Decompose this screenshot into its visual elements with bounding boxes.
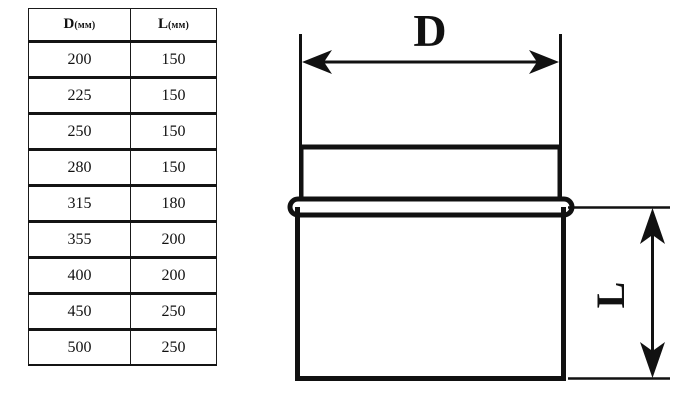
table-row: 280 150 <box>28 149 217 187</box>
arrowhead-l-top <box>640 208 665 244</box>
pipe-body-outline <box>295 207 566 381</box>
arrowhead-d-left <box>302 50 332 74</box>
column-header-d-symbol: D <box>63 16 75 32</box>
cell-d: 355 <box>28 221 131 259</box>
cell-l: 250 <box>130 329 217 366</box>
column-header-l: L(мм) <box>130 8 217 43</box>
table-row: 500 250 <box>28 329 217 366</box>
arrowhead-l-bottom <box>640 342 665 378</box>
table-row: 225 150 <box>28 77 217 115</box>
technical-drawing: D L <box>250 0 700 418</box>
column-header-l-unit: (мм) <box>167 20 190 31</box>
table-row: 200 150 <box>28 41 217 79</box>
cell-d: 225 <box>28 77 131 115</box>
cell-l: 150 <box>130 149 217 187</box>
cell-l: 250 <box>130 293 217 331</box>
cell-l: 150 <box>130 113 217 151</box>
cell-l: 180 <box>130 185 217 223</box>
table-row: 450 250 <box>28 293 217 331</box>
dimension-label-d: D <box>413 5 446 56</box>
cell-l: 150 <box>130 77 217 115</box>
dimension-label-l: L <box>588 282 633 309</box>
cell-d: 280 <box>28 149 131 187</box>
cell-d: 500 <box>28 329 131 366</box>
column-header-d-unit: (мм) <box>74 20 96 31</box>
rim-bead <box>287 196 575 218</box>
cell-d: 450 <box>28 293 131 331</box>
cell-l: 200 <box>130 257 217 295</box>
column-header-d: D(мм) <box>28 8 131 43</box>
cell-l: 200 <box>130 221 217 259</box>
table-row: 355 200 <box>28 221 217 259</box>
table-row: 400 200 <box>28 257 217 295</box>
table-row: 250 150 <box>28 113 217 151</box>
table-row: 315 180 <box>28 185 217 223</box>
cell-d: 315 <box>28 185 131 223</box>
column-header-l-symbol: L <box>157 16 168 32</box>
cell-l: 150 <box>130 41 217 79</box>
cell-d: 200 <box>28 41 131 79</box>
table-header-row: D(мм) L(мм) <box>28 8 217 43</box>
arrowhead-d-right <box>529 50 559 74</box>
cell-d: 400 <box>28 257 131 295</box>
dimensions-table: D(мм) L(мм) 200 150 225 150 250 150 280 … <box>28 8 217 366</box>
cell-d: 250 <box>28 113 131 151</box>
